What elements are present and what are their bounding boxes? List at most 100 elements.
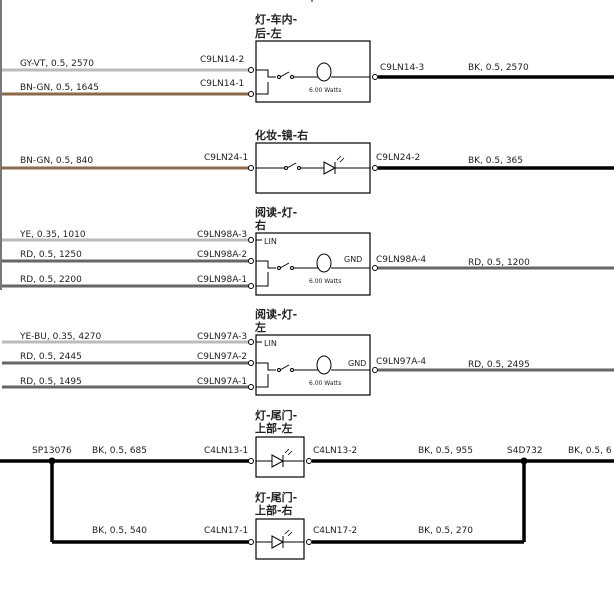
module-title-line: 后-左 bbox=[255, 26, 282, 40]
pin-terminal bbox=[248, 91, 254, 97]
light-ray bbox=[287, 531, 293, 537]
pin-label: C9LN97A-3 bbox=[197, 332, 247, 342]
module-lamp-interior-rear-left: 灯-车内- 后-左 GY-VT, 0.5, 2570 BN-GN, 0.5, 1… bbox=[2, 12, 614, 103]
pin-terminal bbox=[372, 165, 378, 171]
switch-lever bbox=[286, 162, 297, 169]
wire-label: BK, 0.5, 2570 bbox=[468, 63, 529, 73]
pin-label: C9LN98A-3 bbox=[197, 230, 247, 240]
internal-trace bbox=[256, 82, 269, 95]
wire-label: RD, 0.5, 2200 bbox=[20, 275, 82, 285]
pin-label: C9LN98A-2 bbox=[197, 250, 247, 260]
lin-label: LIN bbox=[264, 339, 277, 348]
pin-label: C9LN97A-2 bbox=[197, 352, 247, 362]
module-vanity-mirror-right: 化妆-镜-右 BN-GN, 0.5, 840 C9LN24-1 C9LN24-2… bbox=[2, 128, 614, 194]
gnd-label: GND bbox=[344, 255, 362, 264]
splice-label: S4D732 bbox=[507, 446, 543, 456]
internal-trace bbox=[256, 260, 276, 269]
wire-label: BK, 0.5, 685 bbox=[92, 446, 147, 456]
pin-terminal bbox=[248, 339, 254, 345]
module-tailgate-lamp-upper-right: 灯-尾门- 上部-右 BK, 0.5, 540 C4LN17-1 C4LN17-… bbox=[52, 490, 524, 560]
wire-label: BK, 0.5, 6 bbox=[568, 446, 612, 456]
pin-terminal bbox=[248, 384, 254, 390]
pin-terminal bbox=[248, 67, 254, 73]
wire-label: RD, 0.5, 2495 bbox=[468, 360, 530, 370]
light-ray bbox=[284, 529, 290, 535]
pin-terminal bbox=[372, 74, 378, 80]
gnd-label: GND bbox=[348, 359, 366, 368]
pin-label: C4LN17-2 bbox=[313, 526, 357, 536]
internal-trace bbox=[256, 362, 276, 371]
module-title-line: 阅读-灯- bbox=[255, 307, 297, 321]
module-box bbox=[255, 40, 371, 103]
internal-trace bbox=[256, 69, 276, 78]
switch-contact bbox=[290, 75, 294, 79]
pin-label: C9LN14-3 bbox=[380, 63, 424, 73]
wire-label: RD, 0.5, 1495 bbox=[20, 377, 82, 387]
module-title-line: 阅读-灯- bbox=[255, 205, 297, 219]
pin-terminal bbox=[248, 237, 254, 243]
pin-terminal bbox=[248, 283, 254, 289]
pin-label: C4LN17-1 bbox=[204, 526, 248, 536]
switch-lever bbox=[279, 71, 290, 78]
bulb-icon bbox=[316, 355, 332, 375]
pin-terminal bbox=[248, 458, 254, 464]
wire-label: RD, 0.5, 1250 bbox=[20, 250, 82, 260]
pin-label: C9LN97A-1 bbox=[197, 377, 247, 387]
module-title-line: 上部-右 bbox=[255, 503, 293, 517]
pin-terminal bbox=[306, 539, 312, 545]
module-title-line: 灯-车内- bbox=[255, 12, 297, 26]
pin-label: C9LN24-1 bbox=[204, 153, 248, 163]
switch-contact bbox=[290, 368, 294, 372]
switch-contact bbox=[290, 266, 294, 270]
wire-label: BN-GN, 0.5, 840 bbox=[20, 156, 93, 166]
module-box bbox=[255, 334, 371, 396]
diode-icon bbox=[271, 454, 285, 468]
wire-label: RD, 0.5, 2445 bbox=[20, 352, 82, 362]
watts-label: 6.00 Watts bbox=[309, 87, 341, 94]
pin-terminal bbox=[372, 367, 378, 373]
light-ray bbox=[284, 448, 290, 454]
module-tailgate-lamp-upper-left: 灯-尾门- 上部-左 SP13076 BK, 0.5, 685 C4LN13-1… bbox=[0, 408, 614, 478]
pin-terminal bbox=[248, 360, 254, 366]
pin-label: C9LN14-1 bbox=[200, 79, 244, 89]
wire-label: YE-BU, 0.35, 4270 bbox=[19, 332, 102, 342]
module-reading-lamp-right-1: 阅读-灯- 右 YE, 0.35, 1010 RD, 0.5, 1250 RD,… bbox=[2, 205, 614, 296]
module-title-line: 左 bbox=[254, 320, 266, 334]
bulb-icon bbox=[316, 253, 332, 273]
light-ray bbox=[336, 155, 342, 161]
wire-label: BK, 0.5, 365 bbox=[468, 156, 523, 166]
light-ray bbox=[339, 157, 345, 163]
wire-label: BK, 0.5, 955 bbox=[418, 446, 473, 456]
splice-label: SP13076 bbox=[32, 446, 72, 456]
switch-lever bbox=[279, 262, 290, 269]
pin-terminal bbox=[248, 539, 254, 545]
lin-label: LIN bbox=[264, 237, 277, 246]
light-ray bbox=[287, 450, 293, 456]
module-title-line: 右 bbox=[254, 218, 266, 232]
pin-terminal bbox=[248, 258, 254, 264]
module-title-line: 上部-左 bbox=[255, 421, 293, 435]
module-reading-lamp-right-2: 阅读-灯- 左 YE-BU, 0.35, 4270 RD, 0.5, 2445 … bbox=[2, 307, 614, 396]
pin-label: C4LN13-2 bbox=[313, 446, 357, 456]
wire-label: GY-VT, 0.5, 2570 bbox=[20, 59, 94, 69]
wire-label: BN-GN, 0.5, 1645 bbox=[20, 83, 99, 93]
pin-terminal bbox=[306, 458, 312, 464]
bulb-icon bbox=[316, 62, 332, 82]
switch-lever bbox=[279, 364, 290, 371]
diode-icon bbox=[271, 535, 285, 549]
pin-label: C9LN98A-4 bbox=[376, 255, 426, 265]
internal-trace bbox=[256, 272, 269, 287]
pin-terminal bbox=[248, 165, 254, 171]
module-box bbox=[255, 436, 305, 478]
watts-label: 6.00 Watts bbox=[309, 380, 341, 387]
pin-label: C9LN98A-1 bbox=[197, 275, 247, 285]
module-title-line: 化妆-镜-右 bbox=[255, 128, 308, 142]
pin-label: C9LN24-2 bbox=[376, 153, 420, 163]
wire-label: BK, 0.5, 270 bbox=[418, 526, 473, 536]
internal-trace bbox=[256, 374, 269, 388]
module-box bbox=[255, 518, 305, 560]
pin-label: C9LN14-2 bbox=[200, 55, 244, 65]
module-title-line: 灯-尾门- bbox=[255, 490, 297, 504]
module-box bbox=[255, 232, 371, 296]
